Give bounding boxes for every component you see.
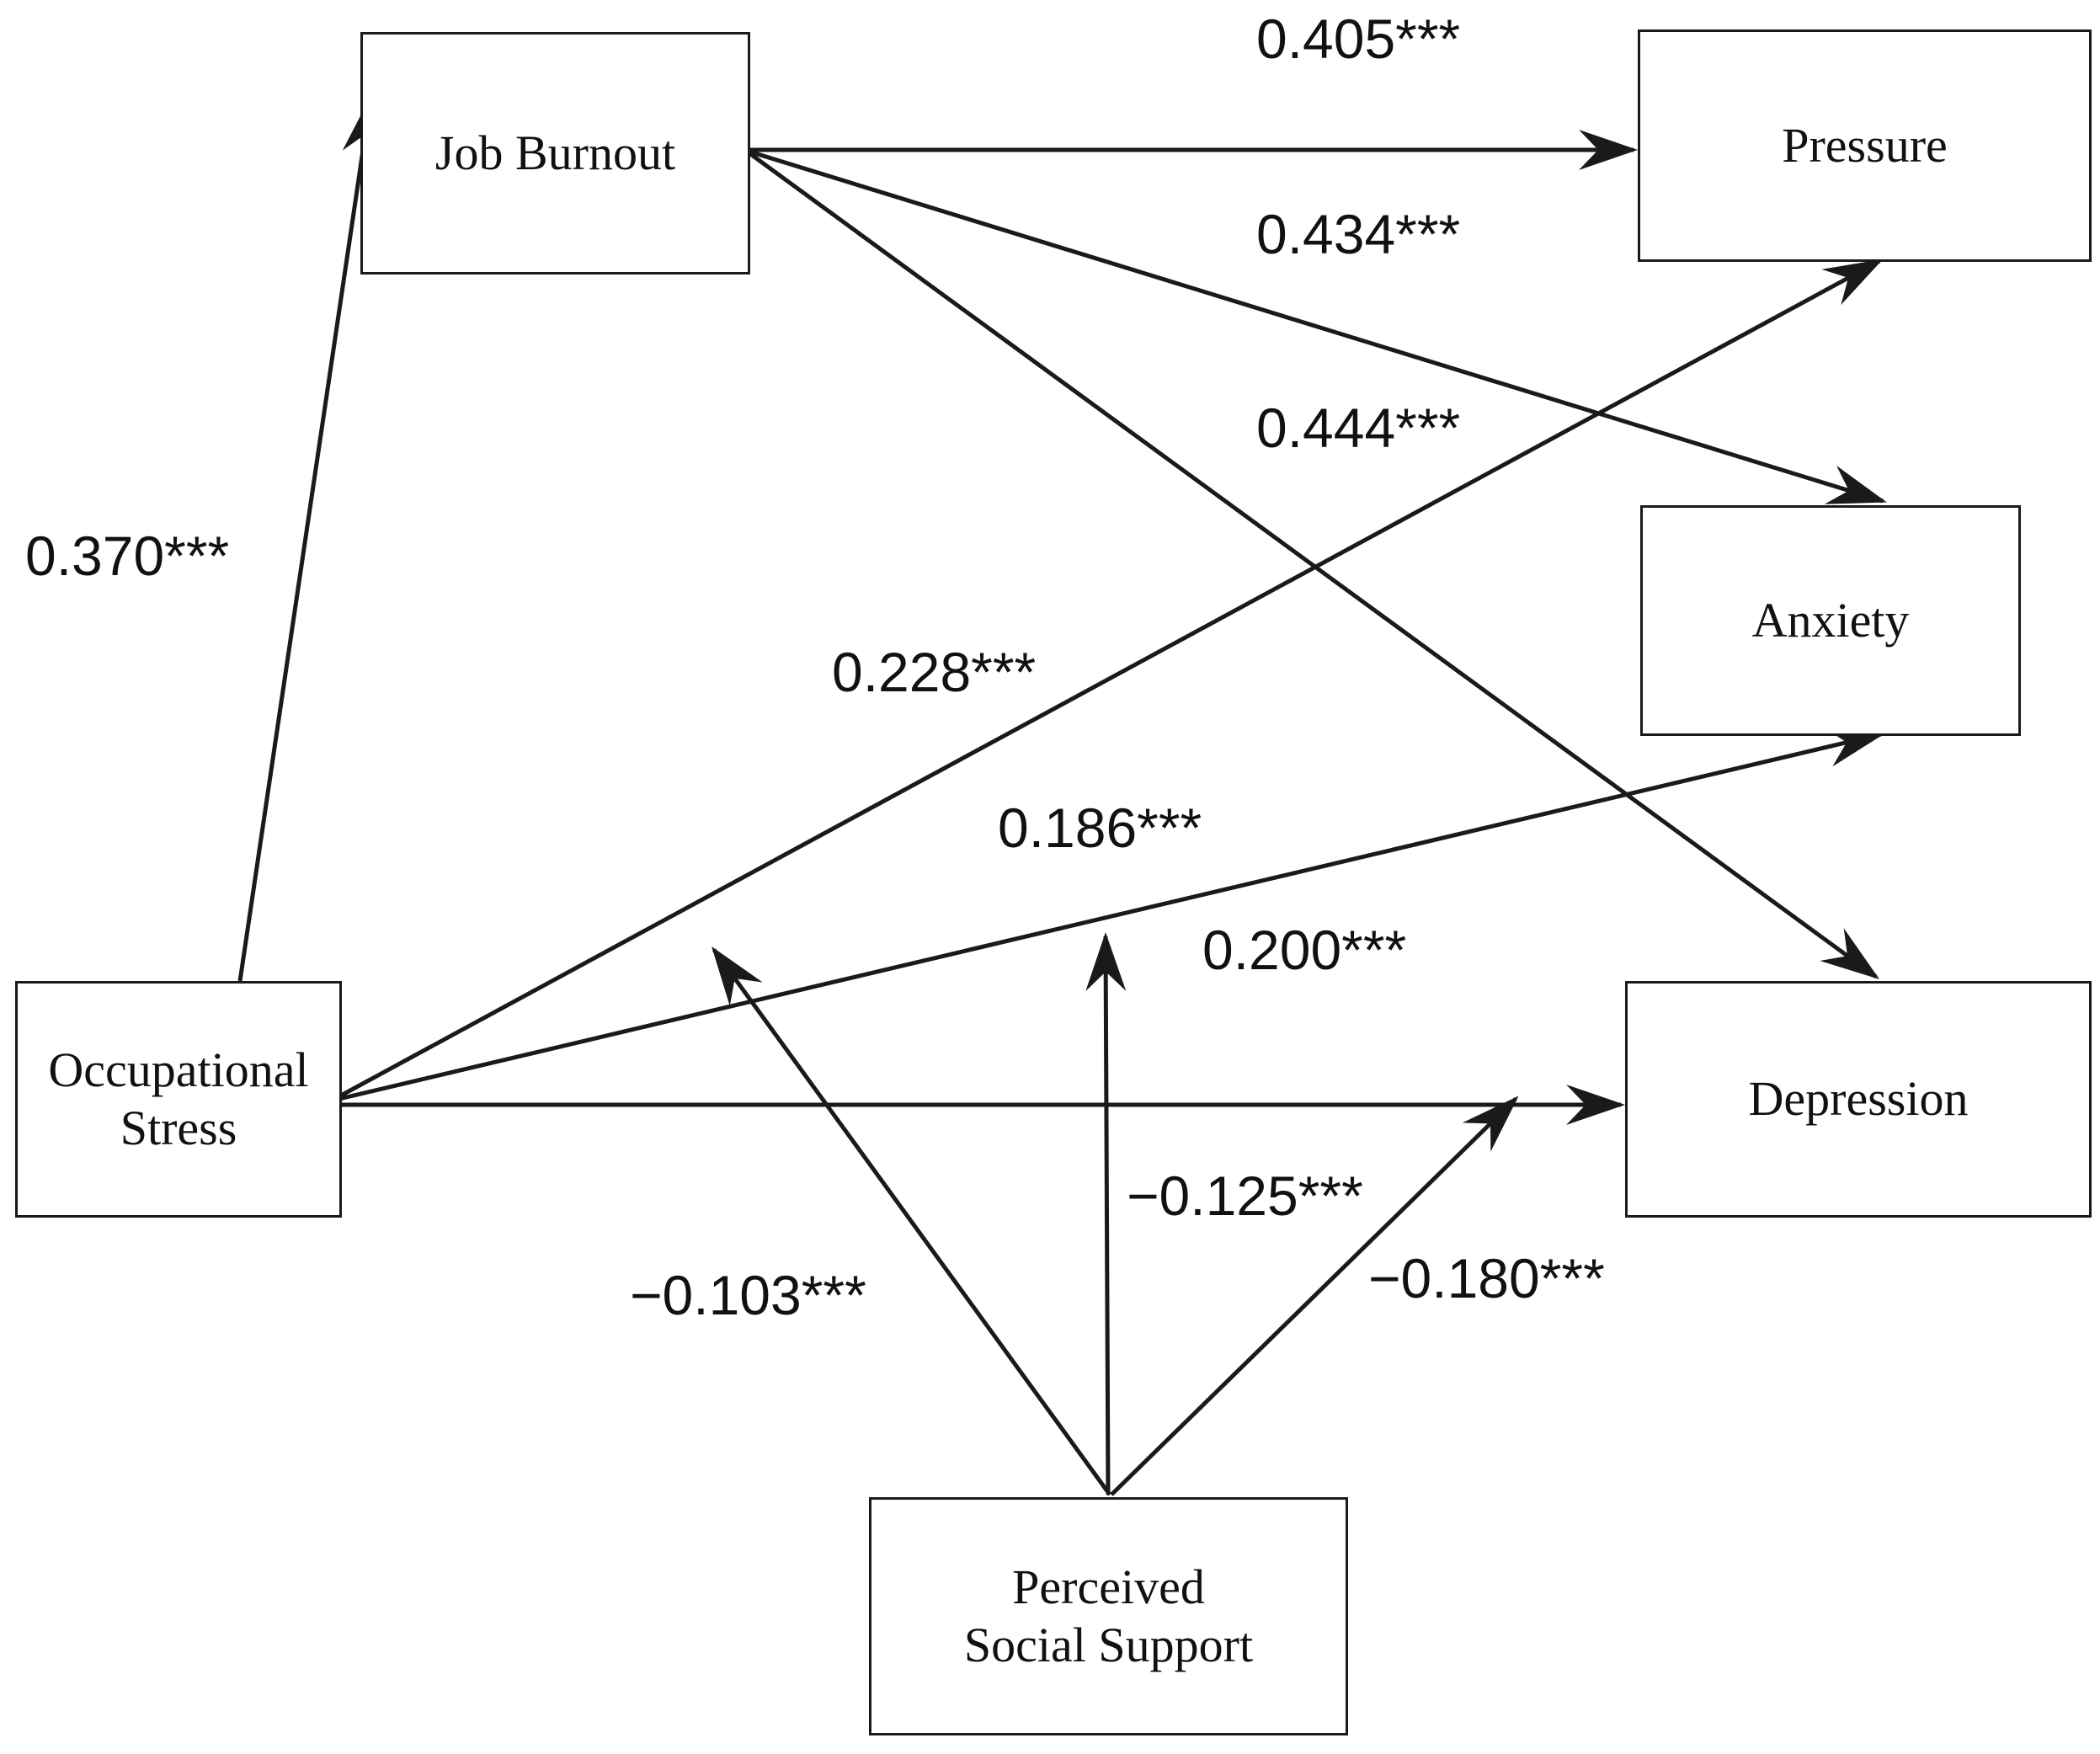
node-pressure[interactable]: Pressure bbox=[1638, 29, 2092, 262]
path-arrow-pss-mod-pr bbox=[712, 946, 1112, 1496]
path-coefficient-pss-mod-dp: −0.180*** bbox=[1368, 1247, 1605, 1309]
path-coefficient-pss-mod-an: −0.125*** bbox=[1127, 1165, 1363, 1227]
node-depression-label: Depression bbox=[1748, 1071, 1969, 1127]
path-coefficient-os-to-jb: 0.370*** bbox=[25, 525, 230, 587]
node-job-burnout-label: Job Burnout bbox=[434, 125, 676, 180]
path-arrow-os-to-jb bbox=[237, 95, 383, 982]
node-job-burnout[interactable]: Job Burnout bbox=[360, 32, 750, 275]
node-perceived-social-support-label: Perceived Social Support bbox=[963, 1559, 1254, 1672]
path-arrow-os-to-pr bbox=[338, 259, 1884, 1099]
path-arrow-pss-mod-dp bbox=[1110, 1096, 1519, 1496]
path-arrow-jb-to-dp bbox=[748, 151, 1880, 979]
node-depression[interactable]: Depression bbox=[1625, 981, 2092, 1218]
path-coefficient-jb-to-dp: 0.444*** bbox=[1256, 397, 1461, 459]
node-occupational-stress-label: Occupational Stress bbox=[48, 1042, 309, 1155]
node-anxiety[interactable]: Anxiety bbox=[1640, 505, 2021, 736]
path-coefficient-os-to-an: 0.186*** bbox=[998, 797, 1202, 859]
node-anxiety-label: Anxiety bbox=[1751, 592, 1910, 648]
path-coefficient-pss-mod-pr: −0.103*** bbox=[630, 1264, 866, 1326]
path-coefficient-os-to-pr: 0.228*** bbox=[832, 641, 1037, 703]
path-arrow-os-to-an bbox=[338, 727, 1885, 1101]
path-coefficient-os-to-dp: 0.200*** bbox=[1202, 919, 1407, 981]
path-coefficient-jb-to-pr: 0.405*** bbox=[1256, 8, 1461, 70]
node-pressure-label: Pressure bbox=[1782, 117, 1948, 173]
path-arrow-pss-mod-an bbox=[1085, 932, 1127, 1495]
node-occupational-stress[interactable]: Occupational Stress bbox=[15, 981, 342, 1218]
node-perceived-social-support[interactable]: Perceived Social Support bbox=[869, 1497, 1348, 1735]
path-coefficient-jb-to-an: 0.434*** bbox=[1256, 203, 1461, 265]
path-arrow-jb-to-an bbox=[749, 149, 1887, 504]
